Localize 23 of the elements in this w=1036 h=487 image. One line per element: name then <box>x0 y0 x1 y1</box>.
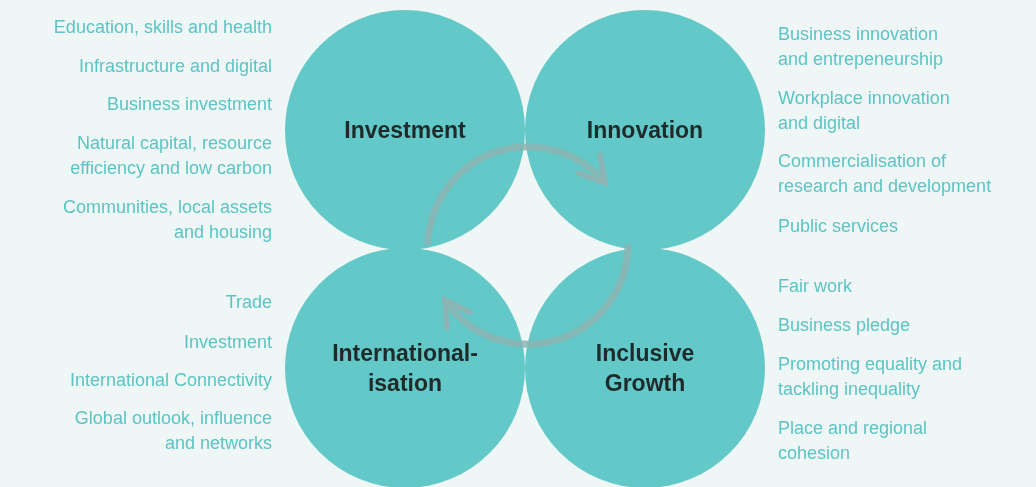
curved-arrow <box>424 143 608 246</box>
list-item: Commercialisation of research and development <box>778 150 993 198</box>
list-item: Workplace innovation and digital <box>778 87 951 135</box>
list-item: Trade <box>224 291 272 314</box>
list-item: Place and regional cohesion <box>778 417 929 465</box>
list-item: Education, skills and health <box>52 16 272 39</box>
circle-label: Investment <box>344 116 466 145</box>
list-item: Fair work <box>778 275 853 298</box>
list-item: International Connectivity <box>68 369 272 392</box>
list-item: Business investment <box>105 93 272 116</box>
list-item: Investment <box>182 331 272 354</box>
circle-label: Inclusive Growth <box>594 339 696 398</box>
circle-label: International- isation <box>331 339 479 398</box>
list-item: Promoting equality and tackling inequality <box>778 353 964 401</box>
list-item: Global outlook, influence and networks <box>73 407 272 455</box>
list-item: Natural capital, resource efficiency and low carbon <box>69 132 272 180</box>
list-item: Communities, local assets and housing <box>61 196 272 244</box>
curved-arrow <box>442 244 632 348</box>
list-item: Business pledge <box>778 314 912 337</box>
list-item: Business innovation and entrepeneurship <box>778 23 945 71</box>
list-item: Public services <box>778 215 900 238</box>
list-item: Infrastructure and digital <box>77 55 272 78</box>
circle-label: Innovation <box>586 116 704 145</box>
